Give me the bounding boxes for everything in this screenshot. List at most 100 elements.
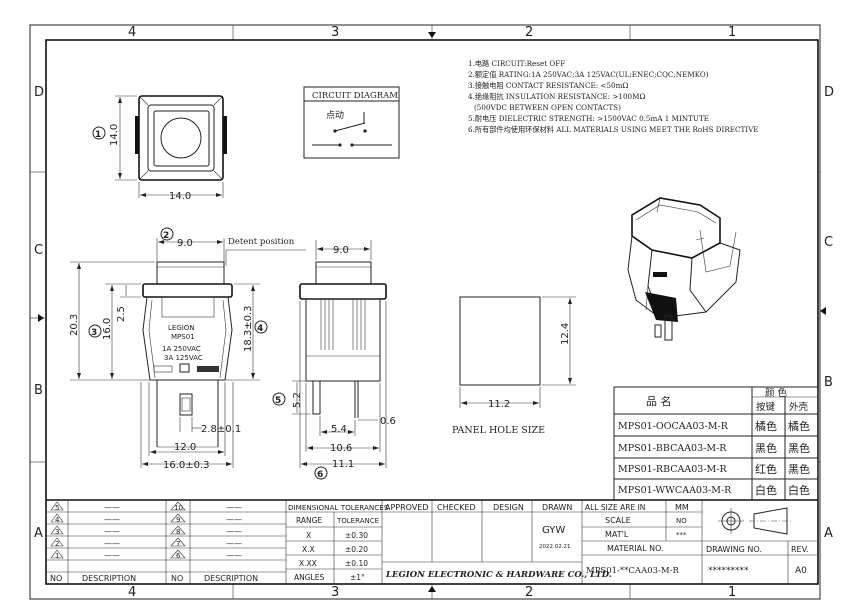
rev-left-3: 3 — [55, 528, 59, 536]
tol-row-2-range: X.X — [302, 545, 315, 554]
callout-5-icon — [272, 392, 286, 406]
rev-right-6: 6 — [176, 552, 181, 560]
rev-left-desc-3: —— — [104, 527, 120, 536]
color-row-1-button: 橘色 — [755, 419, 777, 433]
dim-panel-width: 11.2 — [488, 399, 510, 410]
callout-2: 2 — [163, 231, 169, 241]
circuit-diagram: CIRCUIT DIAGRAM 点动 — [303, 86, 400, 159]
color-row-3-shell: 黑色 — [788, 462, 810, 476]
color-table: 品 名 颜 色 按键 外壳 MPS01-OOCAA03-M-R 橘色 橘色 MP… — [613, 386, 819, 501]
cert-marks-icon — [153, 363, 219, 373]
note-3: 3.接触电阻 CONTACT RESISTANCE: <50mΩ — [468, 81, 628, 90]
dim-height-20-3: 20.3 — [69, 314, 80, 336]
matl-value: *** — [676, 531, 687, 539]
dim-width-16-0: 16.0±0.3 — [163, 460, 210, 471]
color-row-2-button: 黑色 — [755, 441, 777, 455]
rev-label: REV. — [791, 545, 809, 554]
dim-height-16-0: 16.0 — [102, 318, 113, 340]
grid-row-b-left: B — [34, 383, 43, 398]
rev-left-desc-1: —— — [104, 551, 120, 560]
rev-header-desc-right: DESCRIPTION — [204, 574, 258, 583]
rev-header-no-right: NO — [171, 574, 183, 583]
dim-height-5-2: 5.2 — [292, 392, 303, 408]
isometric-view — [627, 197, 741, 341]
tol-row-3-tol: ±0.10 — [345, 559, 368, 568]
scale-label: SCALE — [605, 516, 631, 525]
color-row-4-button: 白色 — [755, 483, 777, 497]
rev-left-1: 1 — [55, 552, 59, 560]
rev-right-desc-7: —— — [226, 539, 242, 548]
note-4b: (500VDC BETWEEN OPEN CONTACTS) — [474, 103, 621, 112]
note-1: 1.电路 CIRCUIT:Reset OFF — [468, 59, 565, 68]
callout-1: 1 — [95, 130, 101, 140]
color-table-color-header: 颜 色 — [765, 387, 788, 399]
grid-col-2-top: 2 — [525, 25, 533, 40]
rev-left-5: 5 — [55, 504, 59, 512]
grid-col-4-bottom: 4 — [128, 585, 136, 600]
tol-range-header: RANGE — [296, 516, 322, 525]
rev-left-desc-5: —— — [104, 503, 120, 512]
tol-tolerance-header: TOLERANCE — [336, 517, 379, 525]
color-row-3-part: MPS01-RBCAA03-M-R — [618, 464, 727, 475]
rev-value: A0 — [795, 566, 807, 576]
rev-right-desc-6: —— — [226, 551, 242, 560]
rev-right-desc-9: —— — [226, 515, 242, 524]
rev-header-desc-left: DESCRIPTION — [82, 574, 136, 583]
company-name: LEGION ELECTRONIC & HARDWARE CO., LTD. — [385, 570, 612, 580]
notes-block: 1.电路 CIRCUIT:Reset OFF 2.额定值 RATING:1A 2… — [468, 59, 759, 134]
drawing-no-label: DRAWING NO. — [706, 545, 762, 554]
callout-3: 3 — [91, 328, 97, 338]
rev-left-desc-2: —— — [104, 539, 120, 548]
scale-value: NO — [676, 517, 687, 525]
circuit-title: CIRCUIT DIAGRAM — [312, 91, 398, 101]
dim-width-2-8: 2.8±0.1 — [201, 424, 241, 435]
unit-value: MM — [675, 503, 689, 512]
rev-left-2: 2 — [55, 540, 59, 548]
grid-row-a-left: A — [34, 526, 43, 541]
tol-row-4-tol: ±1° — [350, 573, 365, 582]
body-print-brand: LEGION — [168, 324, 195, 332]
color-table-name-header: 品 名 — [646, 394, 672, 408]
drawing-no-value: ********* — [708, 566, 749, 576]
design-label: DESIGN — [493, 503, 524, 512]
circuit-label: 点动 — [326, 110, 344, 121]
rev-right-desc-10: —— — [226, 503, 242, 512]
top-view: 14.0 14.0 — [109, 95, 227, 202]
title-block: 5 4 3 2 1 10 9 8 7 6 —— —— —— —— —— —— —… — [46, 499, 818, 584]
dim-width-10-6: 10.6 — [330, 443, 352, 454]
tolerances-header: DIMENSIONAL TOLERANCES — [288, 503, 389, 512]
grid-row-d-left: D — [34, 85, 44, 100]
grid-col-4-top: 4 — [128, 25, 136, 40]
rev-right-desc-8: —— — [226, 527, 242, 536]
dim-width-5-4: 5.4 — [331, 424, 347, 435]
front-view: LEGION MPS01 1A 250VAC 3A 125VAC 2 9.0 D… — [69, 227, 306, 471]
note-2: 2.额定值 RATING:1A 250VAC;3A 125VAC(UL;ENEC… — [468, 70, 709, 79]
tol-row-1-range: X — [306, 531, 311, 540]
callout-2-icon — [160, 227, 174, 241]
panel-hole-label: PANEL HOLE SIZE — [452, 425, 545, 436]
revision-triangle-icons — [50, 501, 186, 559]
dim-front-top: 9.0 — [177, 238, 193, 249]
callout-6: 6 — [317, 470, 323, 480]
grid-col-1-top: 1 — [728, 25, 736, 40]
grid-row-b-right: B — [824, 375, 833, 390]
rev-right-9: 9 — [176, 516, 180, 524]
material-no-value: MPS01-**CAA03-M-R — [586, 566, 679, 576]
color-row-4-shell: 白色 — [788, 483, 810, 497]
dim-width-11-1: 11.1 — [332, 459, 354, 470]
drawn-by: GYW — [542, 525, 565, 536]
color-row-2-part: MPS01-BBCAA03-M-R — [618, 443, 727, 454]
grid-col-1-bottom: 1 — [728, 585, 736, 600]
callout-5: 5 — [275, 396, 281, 406]
grid-row-c-left: C — [34, 243, 43, 258]
rev-left-4: 4 — [55, 516, 60, 524]
color-row-1-shell: 橘色 — [788, 419, 810, 433]
dim-width-0-6: 0.6 — [380, 416, 396, 427]
dim-height-18-3: 18.3±0.3 — [243, 305, 254, 352]
color-row-3-button: 红色 — [755, 462, 777, 476]
rev-right-7: 7 — [176, 540, 180, 548]
color-row-2-shell: 黑色 — [788, 441, 810, 455]
grid-col-2-bottom: 2 — [525, 585, 533, 600]
detent-label: Detent position — [228, 237, 295, 247]
callout-4-icon — [254, 320, 268, 334]
